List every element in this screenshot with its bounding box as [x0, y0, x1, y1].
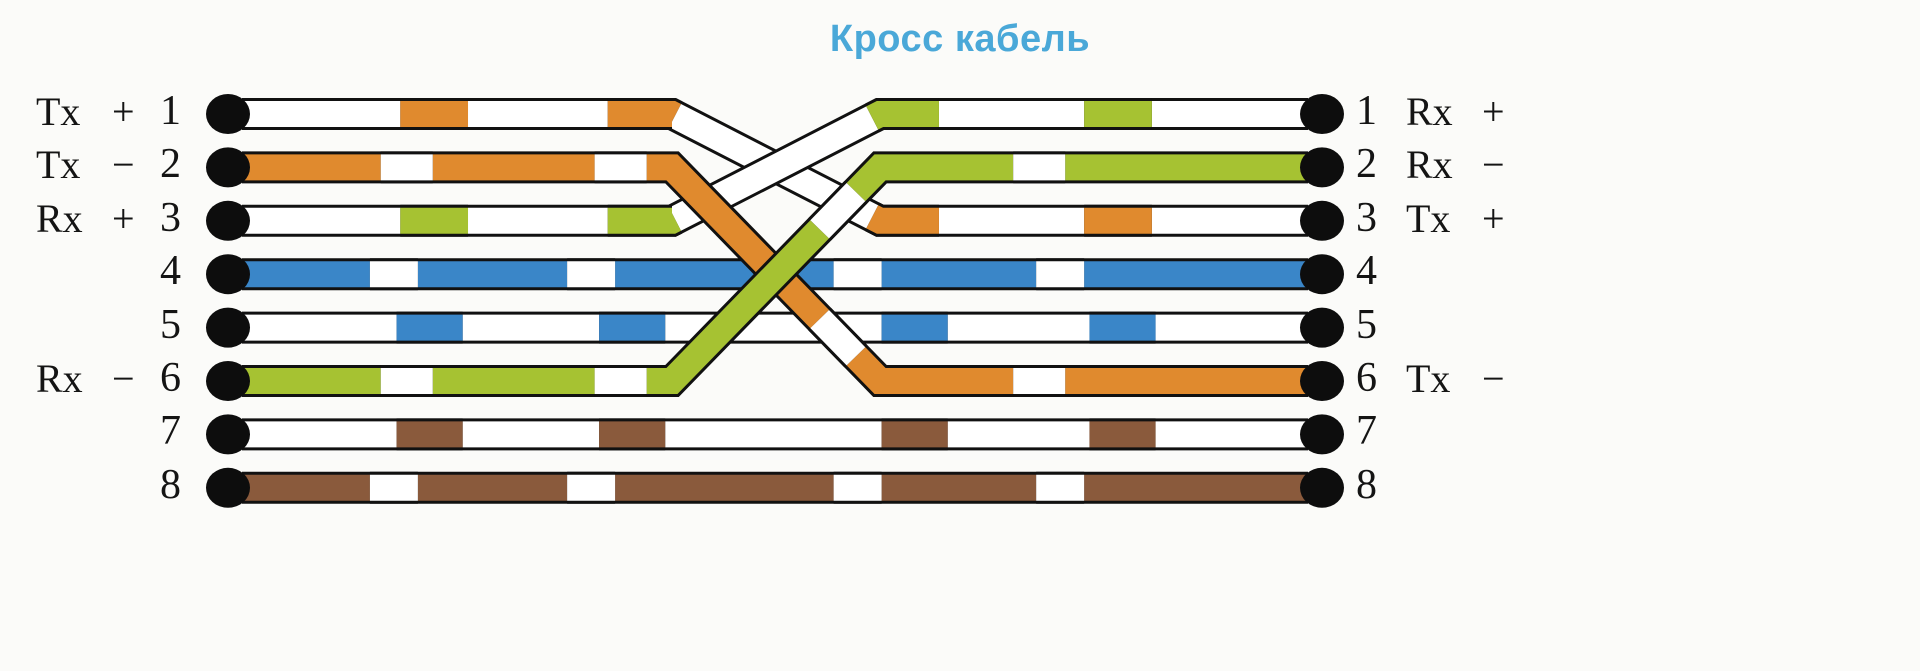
left-pin-number-6: 6 [160, 355, 181, 401]
right-pin-number-1: 1 [1356, 88, 1377, 134]
right-pin-number-5: 5 [1356, 301, 1377, 348]
left-pin-number-5: 5 [160, 301, 181, 348]
right-sign-label-3: + [1482, 195, 1505, 241]
right-pin-number-8: 8 [1356, 461, 1377, 508]
pin-dot-left-5[interactable] [206, 307, 250, 348]
pin-dot-left-3[interactable] [206, 200, 250, 241]
right-sign-label-1: + [1482, 89, 1505, 134]
right-pin-number-3: 3 [1356, 194, 1377, 241]
pin-dot-right-8[interactable] [1300, 467, 1344, 508]
left-pin-number-7: 7 [160, 408, 181, 455]
left-sign-label-3: + [112, 195, 135, 241]
pin-dot-right-6[interactable] [1300, 361, 1344, 401]
left-pin-number-3: 3 [160, 194, 181, 241]
left-signal-label-1: Tx [36, 89, 81, 134]
left-signal-label-2: Tx [36, 142, 81, 188]
right-sign-label-2: − [1482, 142, 1505, 188]
pin-dot-left-2[interactable] [206, 147, 250, 188]
right-sign-label-6: − [1482, 356, 1505, 401]
pin-dot-left-1[interactable] [206, 94, 250, 134]
pin-dot-left-4[interactable] [206, 254, 250, 295]
pin-dot-right-5[interactable] [1300, 307, 1344, 348]
wire-stripe [242, 101, 1308, 234]
left-pin-number-4: 4 [160, 248, 181, 295]
pin-dot-left-8[interactable] [206, 467, 250, 508]
left-signal-label-3: Rx [36, 195, 83, 241]
left-signal-label-6: Rx [36, 356, 83, 401]
left-sign-label-2: − [112, 142, 135, 188]
right-signal-label-2: Rx [1406, 142, 1453, 188]
wire-stripe [242, 101, 1308, 234]
left-pin-number-8: 8 [160, 461, 181, 508]
pin-dot-left-6[interactable] [206, 361, 250, 401]
left-pin-number-1: 1 [160, 88, 181, 134]
left-sign-label-6: − [112, 356, 135, 401]
right-signal-label-6: Tx [1406, 356, 1451, 401]
pin-dot-right-1[interactable] [1300, 94, 1344, 134]
right-pin-number-2: 2 [1356, 141, 1377, 188]
left-sign-label-1: + [112, 89, 135, 134]
page-title: Кросс кабель [829, 18, 1091, 60]
left-pin-number-2: 2 [160, 141, 181, 188]
pin-dot-right-7[interactable] [1300, 414, 1344, 455]
wire-3-to-1 [242, 98, 1308, 237]
pin-dot-right-4[interactable] [1300, 254, 1344, 295]
wire-stripe [242, 101, 1308, 234]
right-pin-number-4: 4 [1356, 248, 1377, 295]
pin-dot-right-3[interactable] [1300, 200, 1344, 241]
right-pin-number-7: 7 [1356, 408, 1377, 455]
wire-stripe [242, 101, 1308, 234]
wire-6-to-2 [242, 151, 1308, 397]
right-pin-number-6: 6 [1356, 355, 1377, 401]
pin-dot-left-7[interactable] [206, 414, 250, 455]
right-signal-label-1: Rx [1406, 89, 1453, 134]
pin-dot-right-2[interactable] [1300, 147, 1344, 188]
right-signal-label-3: Tx [1406, 195, 1451, 241]
